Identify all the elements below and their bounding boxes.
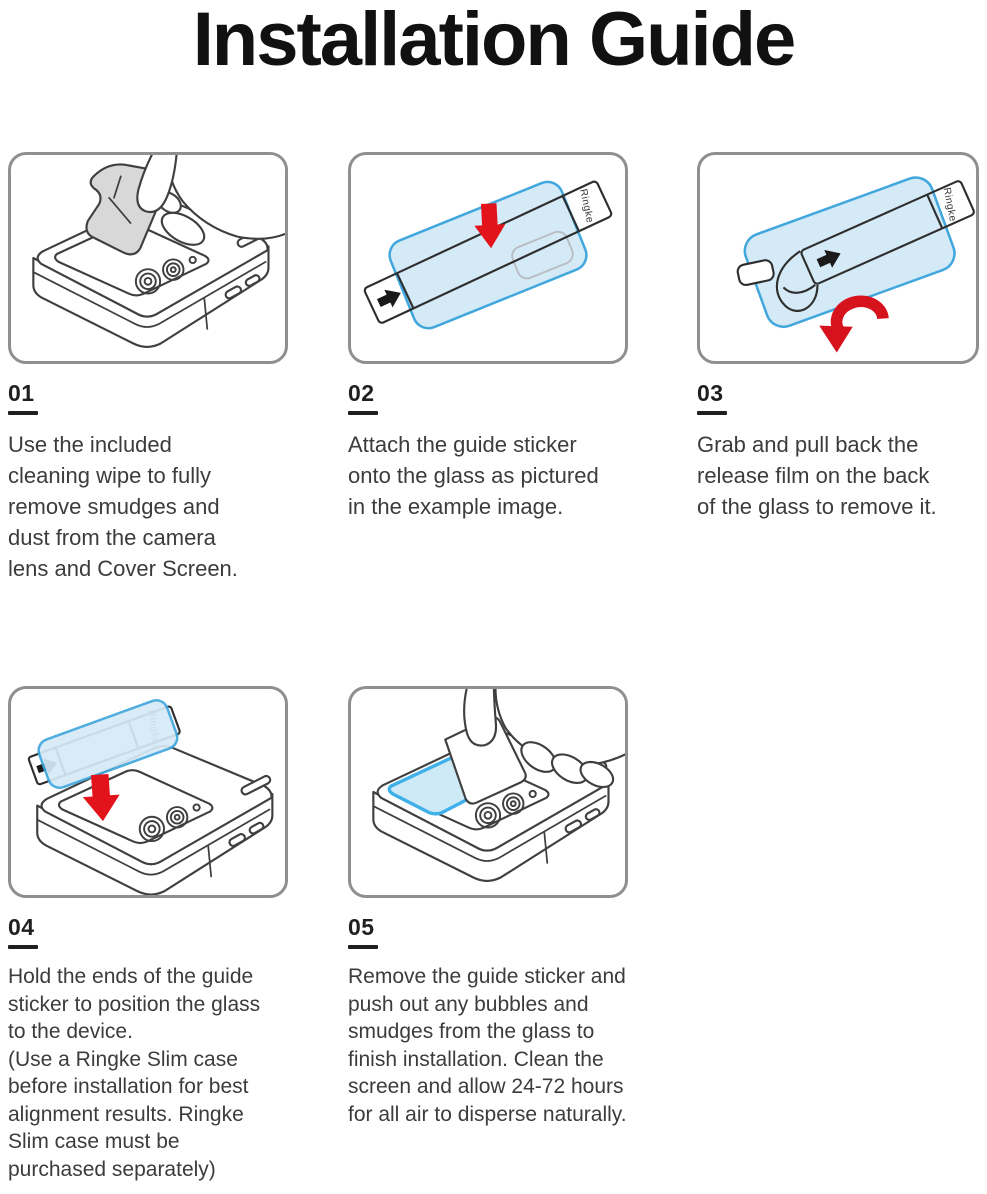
step-03-description: Grab and pull back the release film on t… <box>697 432 937 520</box>
step-04-figure: Ringke <box>8 686 288 898</box>
step-04-number: 04 <box>8 914 35 940</box>
down-arrow-icon <box>82 773 120 822</box>
step-03-underline <box>697 411 727 416</box>
glass-with-guide-sticker: Ringke <box>27 699 181 790</box>
hand-cleaning-phone-illustration <box>32 155 285 348</box>
step-03-figure: Ringke <box>697 152 979 364</box>
step-05-number: 05 <box>348 914 375 940</box>
step-05-underline <box>348 945 378 950</box>
page-title: Installation Guide <box>192 0 797 82</box>
step-02-underline <box>348 411 378 416</box>
release-film-illustration: Ringke <box>736 176 975 353</box>
curl-arrow-icon <box>819 295 889 353</box>
sticker-brand-label: Ringke <box>577 188 595 224</box>
step-05-description: Remove the guide sticker and push out an… <box>348 965 627 1126</box>
position-glass-illustration: Ringke <box>27 699 274 895</box>
guide-sticker-illustration: Ringke <box>363 180 613 330</box>
step-01-number: 01 <box>8 380 35 406</box>
hand <box>463 689 625 789</box>
step-02-figure: Ringke <box>348 152 628 364</box>
step-04: Ringke 04 Hold the ends of the guide sti… <box>8 686 324 1183</box>
step-04-underline <box>8 945 38 950</box>
step-01-figure <box>8 152 288 364</box>
step-02: Ringke 02 Attach the guide sticker onto … <box>348 152 664 522</box>
step-05: 05 Remove the guide sticker and push out… <box>348 686 668 1128</box>
step-04-description: Hold the ends of the guide sticker to po… <box>8 965 261 1181</box>
hand <box>136 155 285 246</box>
step-01-description: Use the included cleaning wipe to fully … <box>8 432 238 582</box>
step-01: 01 Use the included cleaning wipe to ful… <box>8 152 324 584</box>
step-02-number: 02 <box>348 380 375 406</box>
step-03: Ringke 03 Grab and pull back the release… <box>697 152 985 522</box>
step-03-number: 03 <box>697 380 724 406</box>
step-01-underline <box>8 411 38 416</box>
protector-glass <box>388 180 588 330</box>
step-05-figure <box>348 686 628 898</box>
step-02-description: Attach the guide sticker onto the glass … <box>348 432 599 520</box>
push-out-bubbles-illustration <box>372 689 625 882</box>
down-arrow-icon <box>474 203 506 249</box>
